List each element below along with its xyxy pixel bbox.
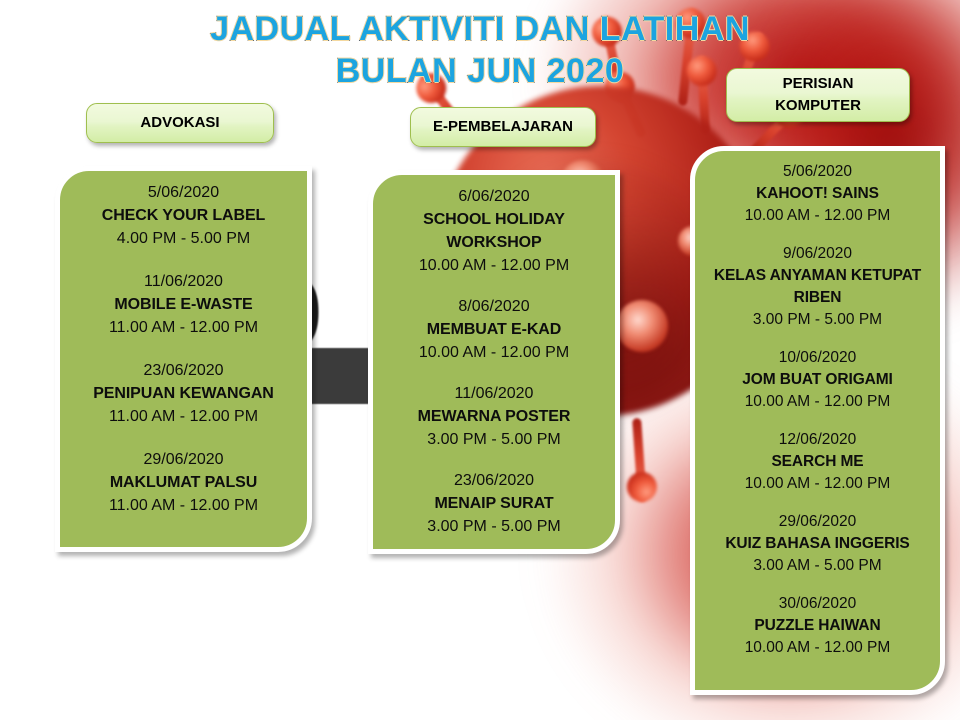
event-name: PENIPUAN KEWANGAN xyxy=(93,385,274,402)
event-item: 5/06/2020 CHECK YOUR LABEL 4.00 PM - 5.0… xyxy=(66,181,301,250)
event-time: 3.00 PM - 5.00 PM xyxy=(427,431,561,448)
schedule-card-e-pembelajaran-body: 6/06/2020 SCHOOL HOLIDAY WORKSHOP 10.00 … xyxy=(379,185,609,539)
schedule-card-perisian-komputer: 5/06/2020 KAHOOT! SAINS 10.00 AM - 12.00… xyxy=(690,146,945,695)
event-item: 11/06/2020 MEWARNA POSTER 3.00 PM - 5.00… xyxy=(379,382,609,451)
event-time: 10.00 AM - 12.00 PM xyxy=(744,475,891,492)
event-name: CHECK YOUR LABEL xyxy=(101,207,266,224)
event-date: 9/06/2020 xyxy=(783,245,852,262)
event-date: 29/06/2020 xyxy=(778,513,857,530)
category-badge-e-pembelajaran[interactable]: E-PEMBELAJARAN xyxy=(410,107,596,147)
virus-spike-icon xyxy=(623,417,658,503)
event-time: 10.00 AM - 12.00 PM xyxy=(744,393,891,410)
schedule-card-advokasi-body: 5/06/2020 CHECK YOUR LABEL 4.00 PM - 5.0… xyxy=(66,181,301,537)
event-time: 3.00 AM - 5.00 PM xyxy=(753,557,882,574)
event-item: 11/06/2020 MOBILE E-WASTE 11.00 AM - 12.… xyxy=(66,270,301,339)
event-date: 11/06/2020 xyxy=(144,273,223,290)
category-badge-perisian-komputer-label: PERISIAN KOMPUTER xyxy=(775,75,861,114)
event-time: 10.00 AM - 12.00 PM xyxy=(418,257,570,274)
event-time: 10.00 AM - 12.00 PM xyxy=(418,344,570,361)
schedule-card-advokasi: 5/06/2020 CHECK YOUR LABEL 4.00 PM - 5.0… xyxy=(55,166,312,552)
event-name: SEARCH ME xyxy=(771,453,864,470)
event-item: 5/06/2020 KAHOOT! SAINS 10.00 AM - 12.00… xyxy=(701,161,934,227)
event-name: MEWARNA POSTER xyxy=(417,408,571,425)
event-date: 11/06/2020 xyxy=(454,385,534,402)
event-name: PUZZLE HAIWAN xyxy=(754,617,881,634)
event-date: 5/06/2020 xyxy=(783,163,852,180)
event-item: 6/06/2020 SCHOOL HOLIDAY WORKSHOP 10.00 … xyxy=(379,185,609,277)
event-item: 29/06/2020 MAKLUMAT PALSU 11.00 AM - 12.… xyxy=(66,448,301,517)
event-name: MOBILE E-WASTE xyxy=(114,296,253,313)
event-date: 8/06/2020 xyxy=(458,298,530,315)
event-item: 12/06/2020 SEARCH ME 10.00 AM - 12.00 PM xyxy=(701,429,934,495)
schedule-card-perisian-komputer-body: 5/06/2020 KAHOOT! SAINS 10.00 AM - 12.00… xyxy=(701,161,934,680)
event-name: KUIZ BAHASA INGGERIS xyxy=(725,535,910,552)
event-time: 11.00 AM - 12.00 PM xyxy=(108,319,259,336)
event-name: JOM BUAT ORIGAMI xyxy=(742,371,893,388)
event-name: KELAS ANYAMAN KETUPAT RIBEN xyxy=(713,267,922,306)
category-badge-e-pembelajaran-label: E-PEMBELAJARAN xyxy=(432,118,573,135)
event-item: 10/06/2020 JOM BUAT ORIGAMI 10.00 AM - 1… xyxy=(701,347,934,413)
event-time: 3.00 PM - 5.00 PM xyxy=(752,311,883,328)
event-name: KAHOOT! SAINS xyxy=(756,185,879,202)
event-date: 6/06/2020 xyxy=(458,188,530,205)
event-item: 23/06/2020 MENAIP SURAT 3.00 PM - 5.00 P… xyxy=(379,469,609,538)
event-time: 11.00 AM - 12.00 PM xyxy=(108,408,259,425)
event-time: 11.00 AM - 12.00 PM xyxy=(108,497,259,514)
event-date: 30/06/2020 xyxy=(778,595,857,612)
event-date: 10/06/2020 xyxy=(778,349,857,366)
event-time: 10.00 AM - 12.00 PM xyxy=(744,639,891,656)
schedule-card-e-pembelajaran: 6/06/2020 SCHOOL HOLIDAY WORKSHOP 10.00 … xyxy=(368,170,620,554)
event-time: 4.00 PM - 5.00 PM xyxy=(116,230,251,247)
virus-receptor-icon xyxy=(616,300,668,352)
event-item: 30/06/2020 PUZZLE HAIWAN 10.00 AM - 12.0… xyxy=(701,593,934,659)
event-date: 5/06/2020 xyxy=(147,184,220,201)
event-date: 29/06/2020 xyxy=(143,451,224,468)
event-name: SCHOOL HOLIDAY WORKSHOP xyxy=(423,211,565,251)
category-badge-perisian-komputer[interactable]: PERISIAN KOMPUTER xyxy=(726,68,910,122)
event-item: 8/06/2020 MEMBUAT E-KAD 10.00 AM - 12.00… xyxy=(379,295,609,364)
event-date: 23/06/2020 xyxy=(143,362,224,379)
event-time: 10.00 AM - 12.00 PM xyxy=(744,207,891,224)
event-date: 23/06/2020 xyxy=(453,472,535,489)
category-badge-advokasi[interactable]: ADVOKASI xyxy=(86,103,274,143)
event-item: 29/06/2020 KUIZ BAHASA INGGERIS 3.00 AM … xyxy=(701,511,934,577)
event-item: 9/06/2020 KELAS ANYAMAN KETUPAT RIBEN 3.… xyxy=(701,243,934,331)
event-name: MENAIP SURAT xyxy=(434,495,554,512)
event-name: MEMBUAT E-KAD xyxy=(426,321,562,338)
event-name: MAKLUMAT PALSU xyxy=(109,474,258,491)
category-badge-advokasi-label: ADVOKASI xyxy=(140,114,220,131)
event-time: 3.00 PM - 5.00 PM xyxy=(427,518,561,535)
event-item: 23/06/2020 PENIPUAN KEWANGAN 11.00 AM - … xyxy=(66,359,301,428)
event-date: 12/06/2020 xyxy=(778,431,857,448)
